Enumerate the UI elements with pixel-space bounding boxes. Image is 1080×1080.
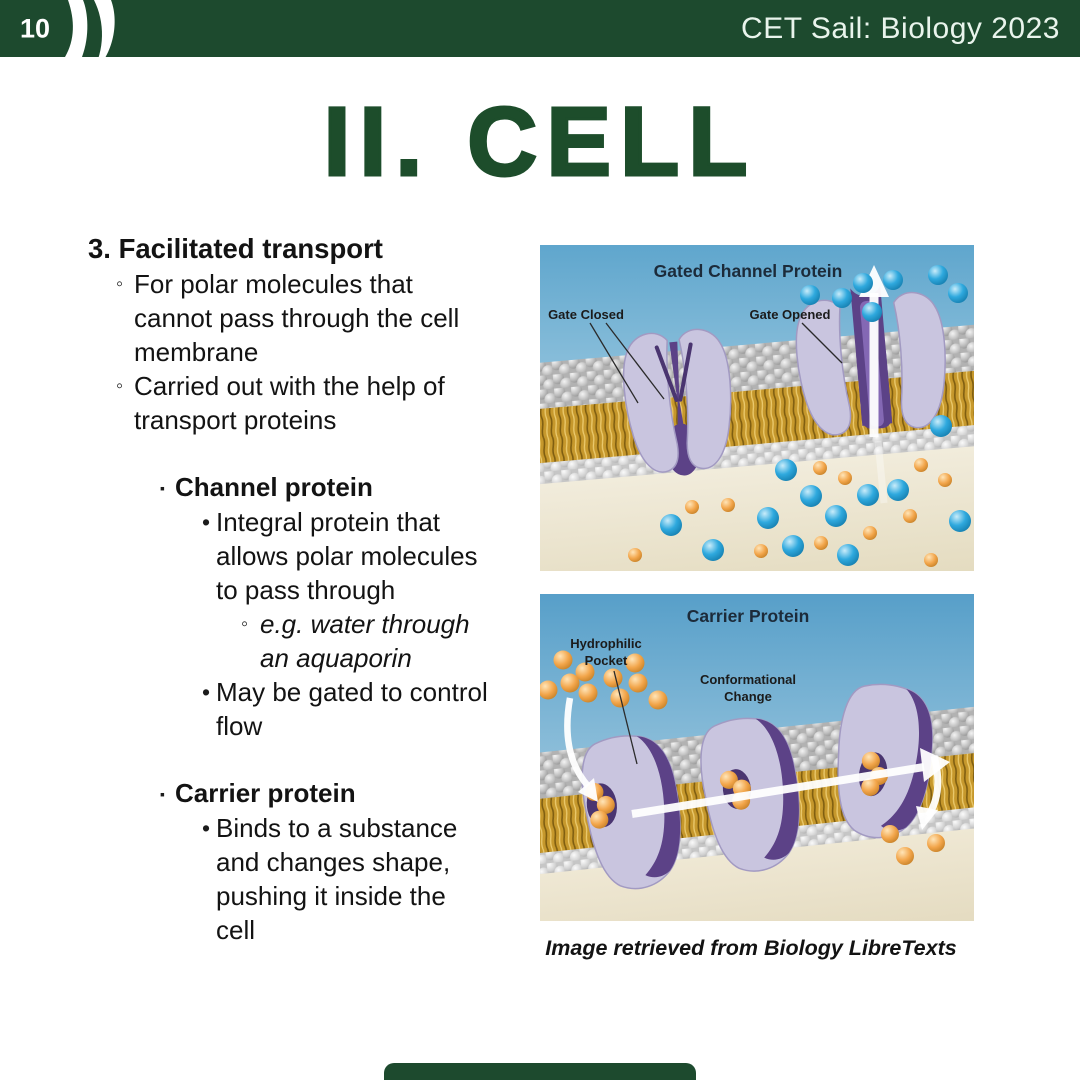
cell-membrane bbox=[540, 683, 974, 921]
list-item-text: May be gated to control flow bbox=[216, 677, 488, 741]
carrier-protein-3 bbox=[837, 683, 933, 839]
blue-molecules bbox=[660, 265, 971, 566]
pointer-line bbox=[589, 322, 639, 404]
list-item: ▪ Channel protein bbox=[160, 470, 540, 505]
hydrophilic-pocket-label: Pocket bbox=[585, 653, 628, 668]
channel-protein-closed bbox=[622, 328, 732, 476]
flow-beam bbox=[874, 440, 888, 504]
open-circle-bullet-icon: ◦ bbox=[116, 273, 124, 295]
subheading-carrier-protein: Carrier protein bbox=[175, 778, 356, 808]
pointer-line bbox=[613, 670, 638, 765]
footer-accent-bar bbox=[384, 1063, 696, 1080]
orange-molecules bbox=[628, 458, 952, 567]
figure-title: Carrier Protein bbox=[687, 606, 810, 626]
entry-arrow bbox=[564, 697, 591, 789]
page-number: 10 bbox=[20, 13, 51, 43]
list-item-text: Carried out with the help of transport p… bbox=[134, 371, 445, 435]
square-bullet-icon: ▪ bbox=[160, 480, 165, 496]
image-credit-caption: Image retrieved from Biology LibreTexts bbox=[545, 936, 957, 960]
figure-title: Gated Channel Protein bbox=[654, 261, 843, 281]
list-item-text: Binds to a substance and changes shape, … bbox=[216, 813, 458, 945]
release-arrowhead bbox=[916, 806, 938, 830]
carrier-protein-1 bbox=[581, 735, 681, 890]
pointer-line bbox=[801, 322, 843, 364]
list-item: • Integral protein that allows polar mol… bbox=[202, 505, 540, 607]
list-item: ◦ e.g. water through an aquaporin bbox=[241, 607, 540, 675]
subheading-channel-protein: Channel protein bbox=[175, 472, 373, 502]
square-bullet-icon: ▪ bbox=[160, 786, 165, 802]
entry-arrowhead bbox=[578, 778, 598, 802]
section-heading: 3. Facilitated transport bbox=[88, 233, 383, 264]
list-item-text: Integral protein that allows polar molec… bbox=[216, 507, 478, 605]
list-item: ◦ Carried out with the help of transport… bbox=[116, 369, 540, 437]
dot-bullet-icon: • bbox=[202, 679, 211, 705]
sail-logo-icon bbox=[65, 0, 115, 73]
conformational-change-label: Conformational bbox=[700, 672, 796, 687]
open-circle-bullet-icon: ◦ bbox=[241, 613, 249, 635]
cell-membrane bbox=[540, 285, 974, 571]
course-title: CET Sail: Biology 2023 bbox=[741, 11, 1060, 45]
list-item: • Binds to a substance and changes shape… bbox=[202, 811, 540, 947]
translocation-arrow bbox=[631, 763, 925, 818]
list-item-example-text: e.g. water through an aquaporin bbox=[260, 609, 470, 673]
gate-opened-label: Gate Opened bbox=[750, 307, 831, 322]
spacer bbox=[88, 437, 540, 470]
header-bar: 10 CET Sail: Biology 2023 bbox=[0, 0, 1080, 73]
list-item: ▪ Carrier protein bbox=[160, 776, 540, 811]
hydrophilic-pocket-label: Hydrophilic bbox=[570, 636, 642, 651]
slide-title: II. CELL bbox=[322, 86, 757, 198]
pointer-line bbox=[605, 322, 665, 400]
dot-bullet-icon: • bbox=[202, 815, 211, 841]
open-circle-bullet-icon: ◦ bbox=[116, 375, 124, 397]
channel-protein-open bbox=[795, 285, 946, 436]
spacer bbox=[88, 743, 540, 776]
dot-bullet-icon: • bbox=[202, 509, 211, 535]
released-molecules bbox=[881, 825, 945, 865]
figure-gated-channel-protein: Gated Channel Protein Gate Closed Gate O… bbox=[540, 245, 974, 571]
gate-closed-label: Gate Closed bbox=[548, 307, 624, 322]
list-item: • May be gated to control flow bbox=[202, 675, 540, 743]
orange-molecule-cluster bbox=[540, 650, 668, 710]
figure-carrier-protein: Carrier Protein Hydrophilic Pocket Confo… bbox=[540, 594, 974, 921]
content-outline: 3. Facilitated transport ◦ For polar mol… bbox=[88, 231, 540, 947]
list-item-text: For polar molecules that cannot pass thr… bbox=[134, 269, 460, 367]
list-item: ◦ For polar molecules that cannot pass t… bbox=[116, 267, 540, 369]
conformational-change-label: Change bbox=[724, 689, 772, 704]
